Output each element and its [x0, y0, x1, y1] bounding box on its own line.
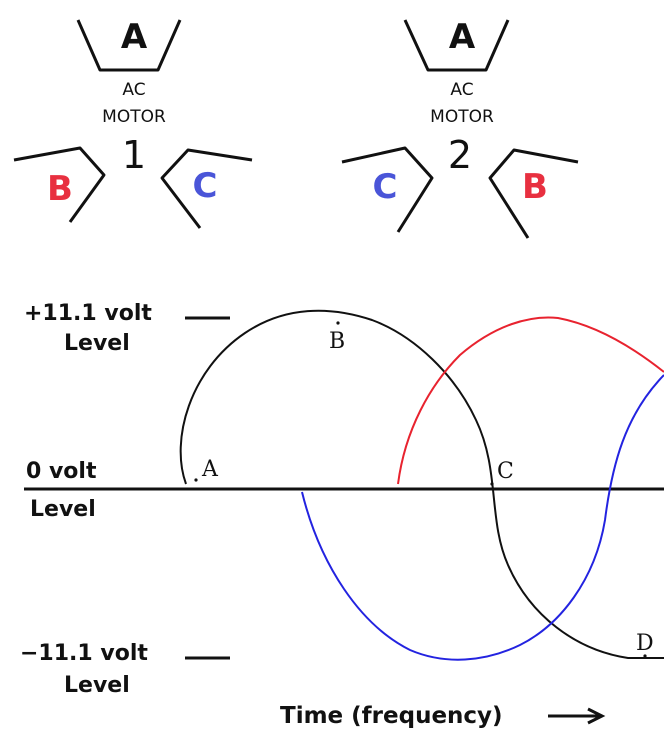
minus-level-line2: Level	[64, 673, 130, 698]
motor-1-number: 1	[122, 133, 146, 177]
point-d-marker	[643, 654, 647, 658]
point-b-label: B	[329, 329, 345, 354]
motor-1-ac-text: AC	[122, 80, 145, 100]
motor-2-motor-text: MOTOR	[430, 107, 494, 127]
zero-level-line1: 0 volt	[26, 459, 97, 484]
motor-2-pole-b	[488, 148, 579, 239]
point-c-label: C	[497, 459, 514, 484]
point-d-label: D	[636, 631, 654, 656]
motor-1-pole-a-label: A	[121, 17, 148, 57]
motor-1: A AC MOTOR 1 B C	[13, 17, 253, 229]
motor-2-ac-text: AC	[450, 80, 473, 100]
right-arrow-icon	[548, 707, 606, 725]
motor-1-pole-c	[160, 148, 253, 229]
point-a-label: A	[201, 457, 219, 482]
time-axis-label: Time (frequency)	[280, 703, 503, 729]
phase-b-wave-red	[397, 316, 664, 485]
point-b-marker	[336, 321, 340, 325]
motor-2-number: 2	[448, 133, 472, 177]
motor-2-pole-a	[403, 19, 510, 72]
motor-1-pole-b	[13, 146, 106, 223]
motor-1-motor-text: MOTOR	[102, 107, 166, 127]
minus-level-line1: −11.1 volt	[20, 641, 148, 666]
motor-2: A AC MOTOR 2 C B	[341, 17, 579, 239]
motor-1-pole-a	[76, 19, 182, 72]
plus-level-line1: +11.1 volt	[24, 301, 152, 326]
zero-level-line2: Level	[30, 497, 96, 522]
motor-1-pole-b-label: B	[47, 169, 73, 209]
motor-1-pole-c-label: C	[193, 166, 218, 206]
phase-a-wave-black	[179, 309, 664, 659]
phase-c-wave-blue	[301, 374, 664, 661]
motor-2-pole-c	[341, 146, 434, 233]
motor-2-pole-a-label: A	[449, 17, 476, 57]
point-c-marker	[490, 482, 494, 486]
point-a-marker	[194, 478, 198, 482]
motor-2-pole-b-label: B	[522, 167, 548, 207]
motor-2-pole-c-label: C	[373, 167, 398, 207]
plus-level-line2: Level	[64, 331, 130, 356]
